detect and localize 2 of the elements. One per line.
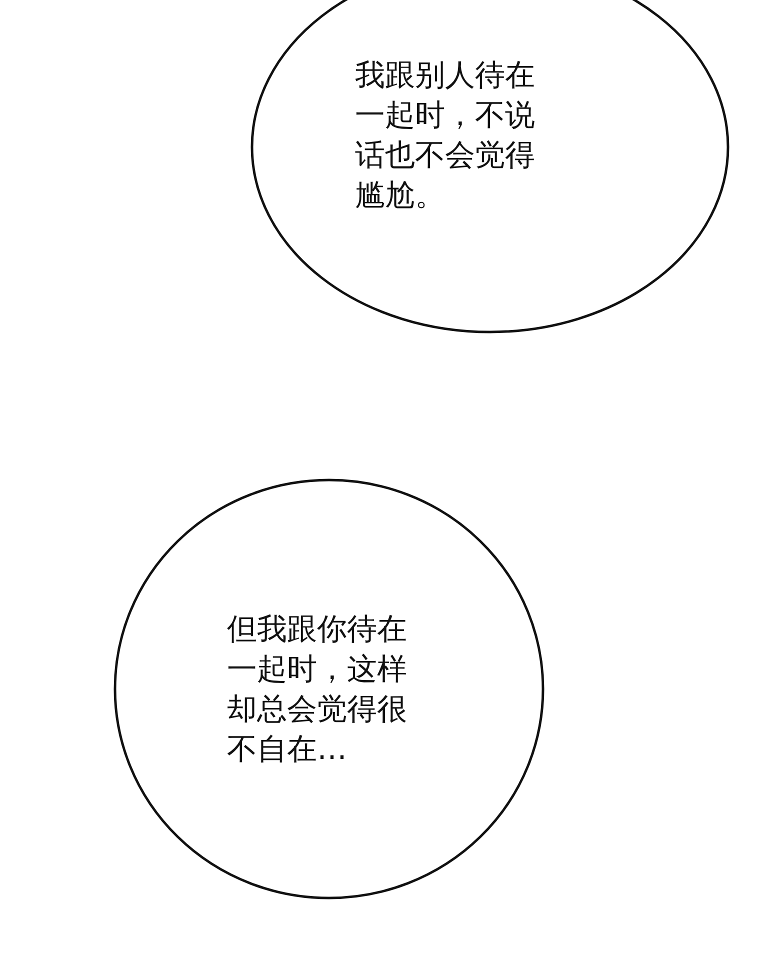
- dialogue-text: 我跟别人待在一起时，不说话也不会觉得尴尬。: [355, 57, 536, 215]
- dialogue-text: 但我跟你待在一起时，这样却总会觉得很不自在…: [227, 611, 408, 769]
